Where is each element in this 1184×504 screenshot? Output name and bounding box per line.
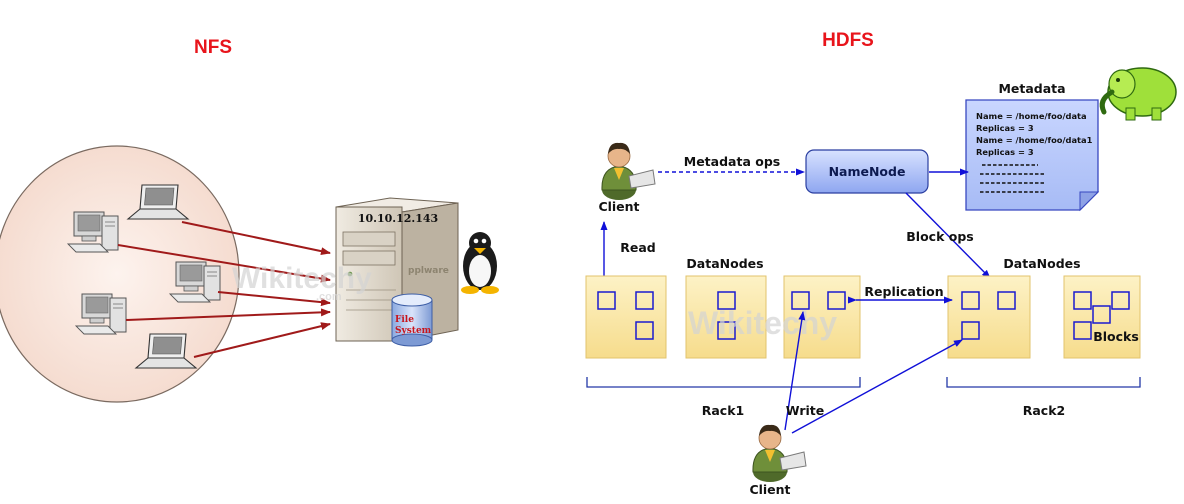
nfs-arrow: [125, 308, 331, 321]
metadata-document: Name = /home/foo/data Replicas = 3 Name …: [965, 99, 1100, 212]
datanode: [685, 275, 767, 359]
metadata-dashes: [980, 164, 1044, 193]
datanode: Blocks: [1063, 275, 1141, 359]
client-top-icon: [601, 142, 656, 201]
server-brand-label: pplware: [408, 266, 449, 276]
rack1-label: Rack1: [702, 403, 744, 418]
block: [961, 321, 980, 340]
block: [635, 321, 654, 340]
block: [1073, 321, 1092, 340]
nfs-arrow: [117, 244, 331, 283]
datanode: [585, 275, 667, 359]
file-system-label-line2: System: [395, 326, 432, 336]
block: [635, 291, 654, 310]
desktop-computer-icon: [75, 293, 127, 335]
watermark-left: Wikitechy .com: [232, 262, 372, 303]
replication-label: Replication: [864, 284, 943, 299]
watermark-text: Wikitechy: [688, 305, 837, 341]
server-ip-label: 10.10.12.143: [358, 212, 438, 225]
metadata-title: Metadata: [998, 81, 1065, 96]
block: [597, 291, 616, 310]
nfs-title: NFS: [194, 37, 232, 58]
file-system-database-icon: [391, 293, 433, 347]
server-front: [335, 206, 403, 342]
metadata-ops-label: Metadata ops: [684, 154, 780, 169]
write-replica-arrow: [791, 339, 963, 434]
block: [717, 321, 736, 340]
watermark-right: Wikitechy: [688, 305, 837, 341]
client-top-label: Client: [598, 199, 639, 214]
nfs-arrows: [117, 221, 331, 358]
linux-penguin-icon: [461, 232, 499, 294]
datanode: [947, 275, 1031, 359]
nfs-arrow: [217, 291, 331, 307]
namenode-box: NameNode: [805, 149, 929, 194]
metadata-line: Replicas = 3: [976, 123, 1034, 133]
namenode-label: NameNode: [829, 164, 906, 179]
nfs-arrow: [181, 221, 331, 256]
datanodes-left-label: DataNodes: [686, 256, 763, 271]
client-bottom-label: Client: [749, 482, 790, 497]
write-label: Write: [786, 403, 824, 418]
client-bottom-icon: [752, 424, 807, 483]
block-ops-arrow: [905, 192, 991, 279]
block: [961, 291, 980, 310]
file-system-label-line1: File: [395, 315, 414, 325]
block: [997, 291, 1016, 310]
block-ops-label: Block ops: [906, 229, 973, 244]
hdfs-title: HDFS: [822, 30, 874, 51]
read-label: Read: [620, 240, 656, 255]
desktop-computer-icon: [169, 261, 221, 303]
datanodes-right-label: DataNodes: [1003, 256, 1080, 271]
rack2-label: Rack2: [1023, 403, 1065, 418]
rack2-bracket: [946, 377, 1141, 388]
watermark-subtext: .com: [316, 291, 342, 303]
block: [791, 291, 810, 310]
server-bay: [342, 250, 396, 266]
block: [1111, 291, 1130, 310]
watermark-text: Wikitechy: [232, 262, 372, 295]
metadata-line: Name = /home/foo/data1: [976, 135, 1093, 145]
datanode: [783, 275, 861, 359]
server-led: [347, 271, 353, 277]
metadata-line: Replicas = 3: [976, 147, 1034, 157]
block: [827, 291, 846, 310]
block: [1073, 291, 1092, 310]
metadata-line: Name = /home/foo/data: [976, 111, 1087, 121]
nfs-server: 10.10.12.143 pplware File System: [335, 197, 459, 347]
nfs-arrow: [193, 322, 331, 358]
server-bay: [342, 231, 396, 247]
block: [717, 291, 736, 310]
block: [1092, 305, 1111, 324]
desktop-computer-icon: [67, 211, 119, 253]
blocks-label: Blocks: [1093, 329, 1139, 344]
rack1-bracket: [586, 377, 861, 388]
hadoop-elephant-icon: [1099, 67, 1177, 121]
write-arrow: [784, 311, 806, 431]
